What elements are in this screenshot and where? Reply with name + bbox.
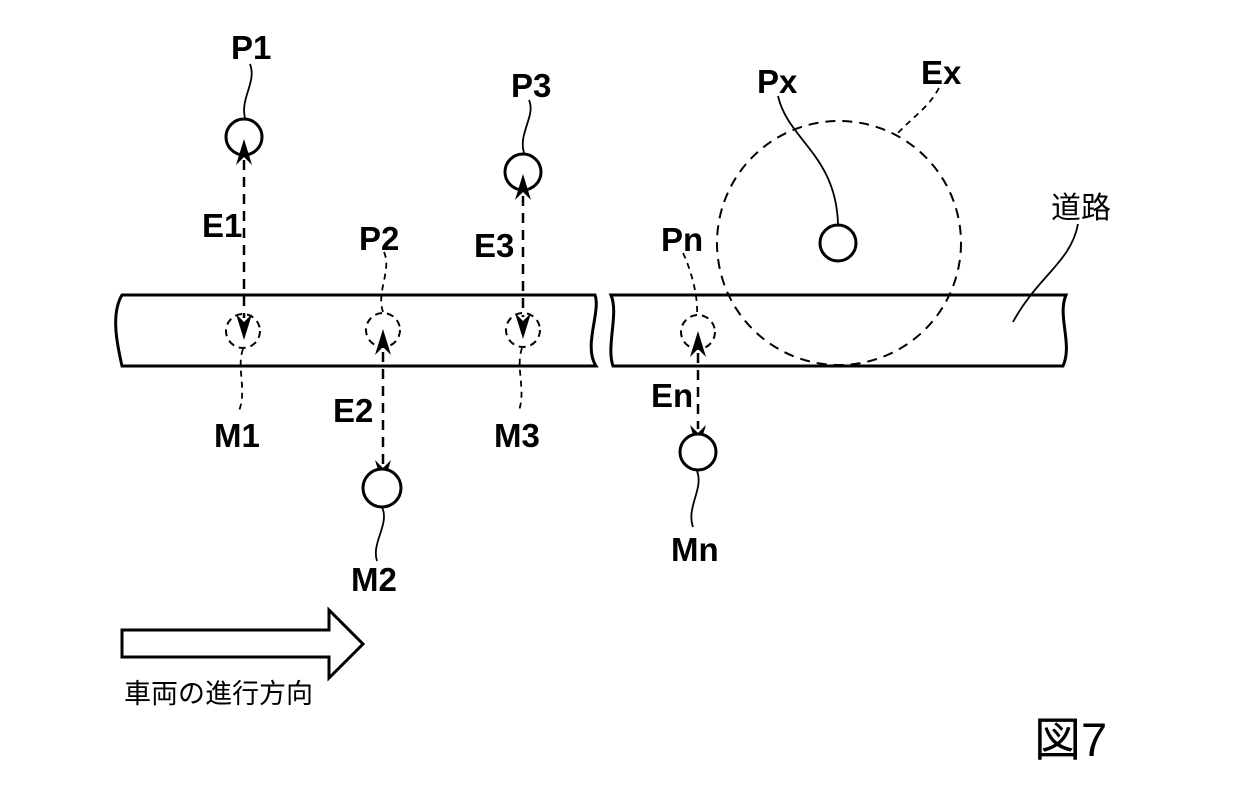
road-leader-line bbox=[1012, 223, 1079, 323]
p3-label: P3 bbox=[511, 67, 551, 104]
e1-arrowhead-down bbox=[236, 314, 252, 340]
p1-label: P1 bbox=[231, 29, 271, 66]
road-segment-left bbox=[114, 293, 599, 368]
p2-label: P2 bbox=[359, 220, 399, 257]
m3-label: M3 bbox=[494, 417, 540, 454]
ex-label: Ex bbox=[921, 54, 962, 91]
e3-label: E3 bbox=[474, 227, 514, 264]
px-label: Px bbox=[757, 63, 798, 100]
e1-arrowhead-up bbox=[236, 139, 252, 165]
ex-propagation-circle bbox=[716, 120, 962, 366]
e2-arrowhead-up bbox=[375, 329, 391, 355]
direction-label: 車両の進行方向 bbox=[124, 679, 313, 709]
figure-caption: 図7 bbox=[1034, 713, 1107, 766]
m3-leader-line bbox=[517, 347, 523, 414]
pn-leader-line bbox=[682, 252, 698, 315]
road-label: 道路 bbox=[1051, 192, 1111, 225]
m1-leader-line bbox=[237, 348, 244, 414]
m1-label: M1 bbox=[214, 417, 260, 454]
p1-leader-line bbox=[243, 63, 253, 119]
e1-label: E1 bbox=[202, 207, 242, 244]
p2-leader-line bbox=[380, 251, 388, 313]
ex-leader-line bbox=[896, 87, 940, 135]
e3-arrowhead-up bbox=[515, 174, 531, 200]
m1-circle bbox=[225, 313, 261, 349]
e2-label: E2 bbox=[333, 392, 373, 429]
p3-leader-line bbox=[521, 99, 532, 154]
en-arrowhead-up bbox=[690, 331, 706, 357]
e3-arrowhead-down bbox=[515, 313, 531, 339]
px-leader-line bbox=[777, 95, 839, 225]
m2-circle bbox=[361, 467, 403, 509]
m3-circle bbox=[505, 312, 541, 348]
m2-label: M2 bbox=[351, 561, 397, 598]
direction-arrow bbox=[120, 606, 366, 682]
pn-label: Pn bbox=[661, 221, 703, 258]
mn-leader-line bbox=[690, 470, 700, 528]
m2-leader-line bbox=[374, 506, 385, 562]
px-circle bbox=[818, 223, 858, 263]
road-segment-right bbox=[608, 293, 1069, 368]
mn-circle bbox=[678, 432, 718, 472]
mn-label: Mn bbox=[671, 531, 719, 568]
en-label: En bbox=[651, 377, 693, 414]
